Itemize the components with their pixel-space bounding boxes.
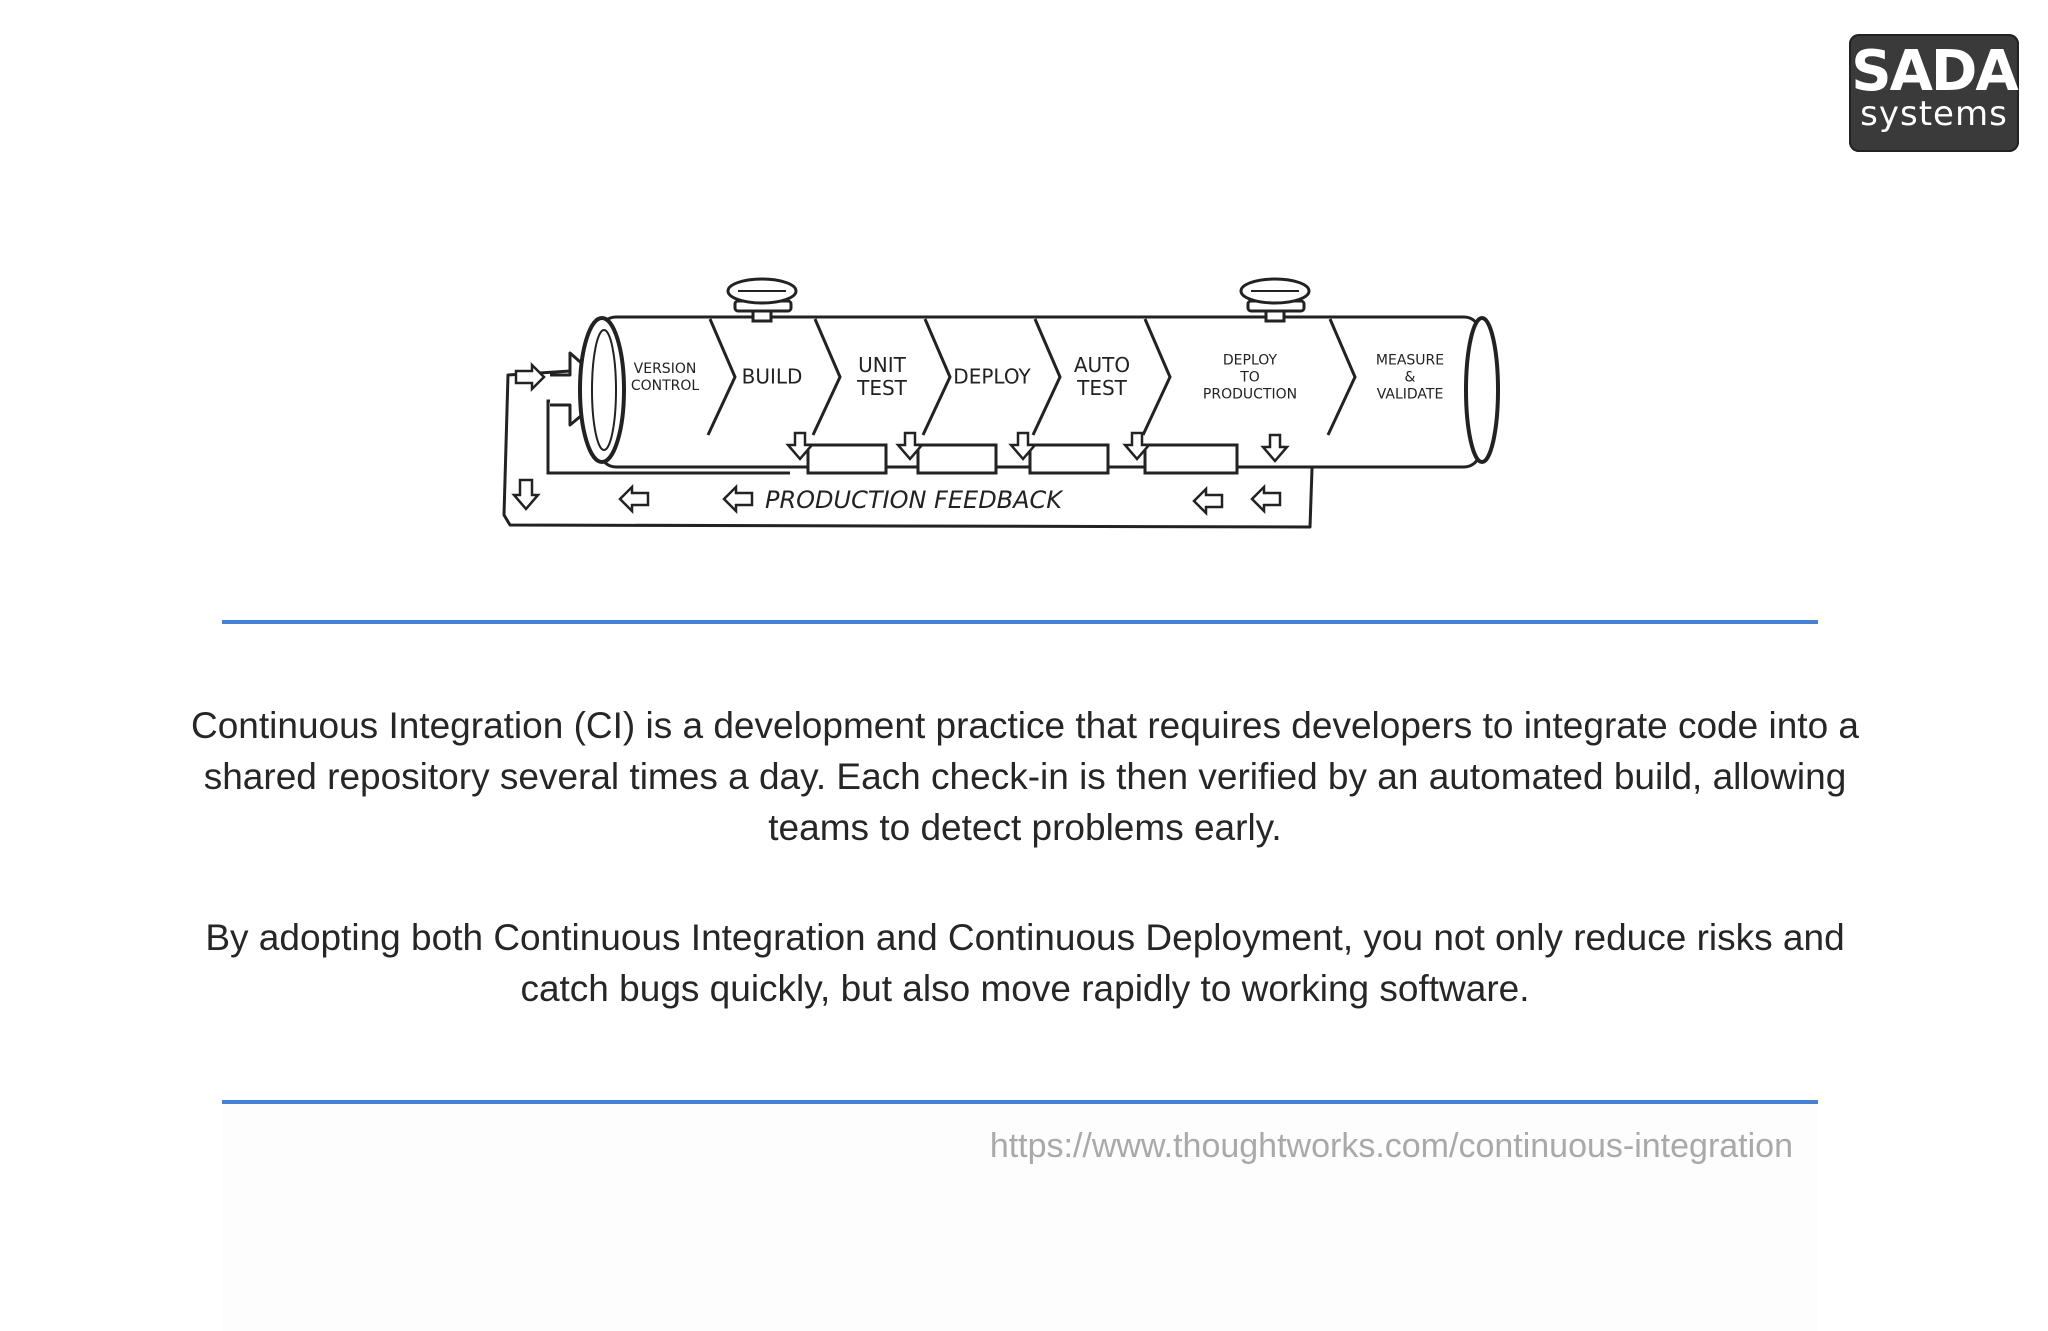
source-link[interactable]: https://www.thoughtworks.com/continuous-… (990, 1124, 1793, 1168)
stage-label: VALIDATE (1377, 387, 1444, 403)
stage-label: DEPLOY (953, 365, 1031, 389)
stage-label: TEST (1076, 376, 1128, 400)
logo-line2: systems (1849, 98, 2019, 130)
stage-label: AUTO (1074, 353, 1130, 377)
ci-definition-paragraph: Continuous Integration (CI) is a develop… (180, 700, 1870, 853)
stage-label: DEPLOY (1223, 353, 1278, 369)
divider-bottom (222, 1100, 1818, 1104)
feedback-label: PRODUCTION FEEDBACK (765, 486, 1064, 514)
stage-label: VERSION (634, 361, 697, 377)
valve-icon (728, 279, 796, 321)
stage-label: PRODUCTION (1203, 387, 1297, 403)
stage-label: TO (1239, 370, 1260, 386)
stage-label: BUILD (742, 365, 803, 389)
valve-icon (1241, 279, 1309, 321)
stage-label: UNIT (858, 353, 906, 377)
divider-top (222, 620, 1818, 624)
stage-label: MEASURE (1376, 353, 1444, 369)
sada-systems-logo: SADA systems (1849, 34, 2019, 152)
stage-label: TEST (856, 376, 908, 400)
stage-label: & (1405, 370, 1416, 386)
stage-label: CONTROL (631, 378, 700, 394)
ci-cd-benefits-paragraph: By adopting both Continuous Integration … (180, 912, 1870, 1014)
